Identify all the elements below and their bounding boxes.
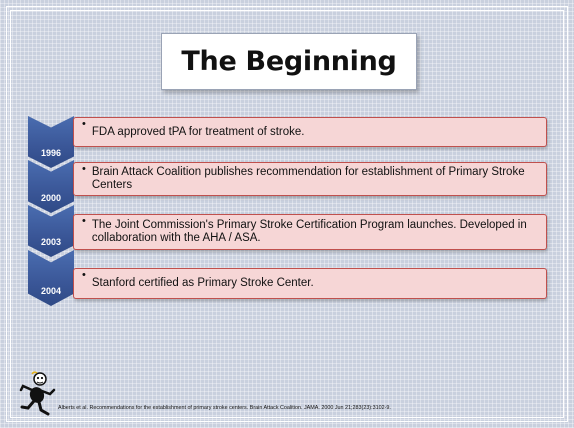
slide-title: The Beginning (181, 46, 397, 77)
timeline-entry-box: • Brain Attack Coalition publishes recom… (73, 162, 547, 196)
slide-frame-inner (10, 10, 564, 418)
year-label: 2004 (40, 286, 62, 296)
bullet: • (82, 215, 86, 227)
slide-frame-outer (6, 6, 568, 422)
citation-footnote: Alberts et al. Recommendations for the e… (58, 405, 391, 411)
timeline-entry-box: • FDA approved tPA for treatment of stro… (73, 117, 547, 147)
timeline-entry-text: FDA approved tPA for treatment of stroke… (91, 125, 305, 138)
year-label: 1996 (40, 148, 62, 158)
title-box: The Beginning (161, 33, 417, 90)
running-stick-figure-icon (19, 371, 56, 416)
bullet: • (82, 163, 86, 175)
bullet: • (82, 118, 86, 130)
year-label: 2000 (40, 193, 62, 203)
timeline-entry-box: • Stanford certified as Primary Stroke C… (73, 268, 547, 299)
year-label: 2003 (40, 237, 62, 247)
timeline-entry-text: Brain Attack Coalition publishes recomme… (91, 166, 525, 191)
bullet: • (82, 269, 86, 281)
timeline-entry-box: • The Joint Commission's Primary Stroke … (73, 214, 547, 250)
timeline-entry-text: Stanford certified as Primary Stroke Cen… (91, 277, 314, 289)
timeline-entry-text: The Joint Commission's Primary Stroke Ce… (91, 219, 527, 244)
